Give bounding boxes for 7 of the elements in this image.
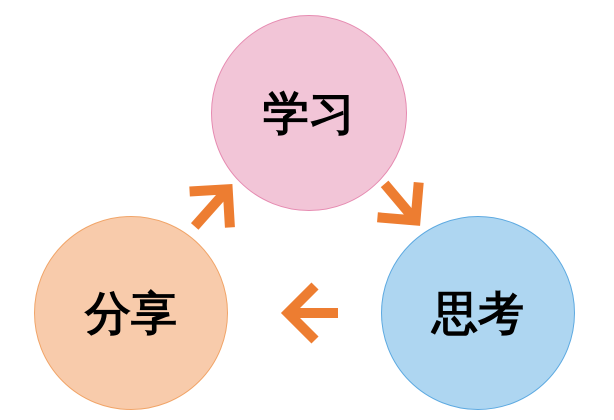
circle-label: 学习 [263, 90, 355, 136]
arrow [283, 281, 338, 345]
circle-label: 思考 [432, 290, 524, 336]
circle-label: 分享 [85, 290, 177, 336]
circle-node [211, 15, 407, 211]
circle-node [381, 216, 575, 410]
circle-node [34, 216, 228, 410]
